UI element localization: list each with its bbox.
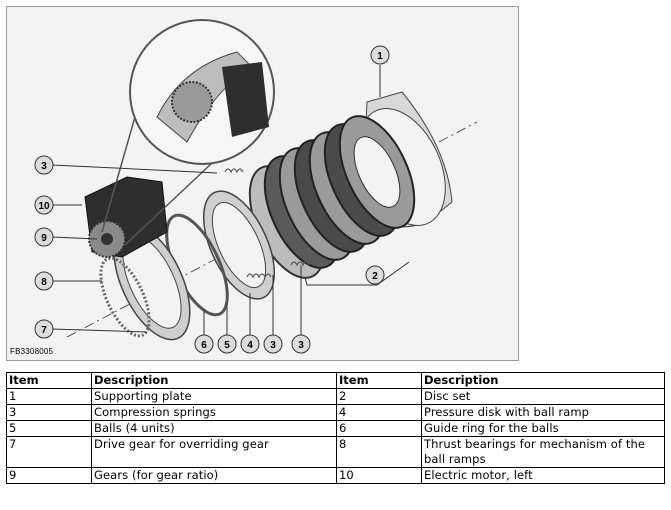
callout-3-upper: 3 [34,155,54,175]
svg-text:4: 4 [247,340,253,351]
svg-text:5: 5 [224,340,230,351]
item-description: Electric motor, left [421,467,665,484]
callout-4: 4 [240,334,260,354]
table-header-row: Item Description Item Description [6,372,665,389]
compression-springs-drawing [224,168,310,279]
svg-text:7: 7 [41,325,47,336]
callout-markers: 1 2 3 3 3 4 5 [34,45,390,354]
svg-text:10: 10 [38,201,50,212]
item-description: Disc set [421,388,665,405]
item-description: Thrust bearings for mechanism of the bal… [421,436,665,468]
header-description: Description [421,372,665,389]
callout-3-lower-right: 3 [291,334,311,354]
parts-legend-table: Item Description Item Description 1 Supp… [6,372,665,484]
item-description: Guide ring for the balls [421,420,665,437]
item-description: Drive gear for overriding gear [91,436,337,468]
callout-6: 6 [194,334,214,354]
table-row: 3 Compression springs 4 Pressure disk wi… [6,404,665,421]
item-description: Balls (4 units) [91,420,337,437]
figure-code: FB3308005 [10,347,54,356]
svg-text:2: 2 [372,271,378,282]
item-number: 6 [336,420,422,437]
disc-set-drawing [248,115,416,279]
svg-text:1: 1 [377,51,383,62]
header-item: Item [336,372,422,389]
callout-2: 2 [365,265,385,285]
callout-8: 8 [34,271,54,291]
table-row: 7 Drive gear for overriding gear 8 Thrus… [6,436,665,468]
callout-5: 5 [217,334,237,354]
exploded-view-figure: 1 2 3 3 3 4 5 [6,6,519,361]
thrust-bearing-drawing [99,256,151,338]
item-number: 9 [6,467,92,484]
item-number: 7 [6,436,92,468]
svg-text:3: 3 [298,340,304,351]
table-row: 9 Gears (for gear ratio) 10 Electric mot… [6,467,665,484]
svg-text:8: 8 [41,277,47,288]
item-number: 10 [336,467,422,484]
item-number: 2 [336,388,422,405]
svg-text:9: 9 [41,233,47,244]
header-description: Description [91,372,337,389]
item-number: 8 [336,436,422,468]
svg-text:3: 3 [270,340,276,351]
magnified-detail-drawing [101,19,275,246]
table-row: 5 Balls (4 units) 6 Guide ring for the b… [6,420,665,437]
svg-text:6: 6 [201,340,207,351]
callout-9: 9 [34,227,54,247]
item-description: Gears (for gear ratio) [91,467,337,484]
item-number: 1 [6,388,92,405]
item-description: Compression springs [91,404,337,421]
item-number: 4 [336,404,422,421]
leader-lines [51,65,381,335]
svg-text:3: 3 [41,161,47,172]
item-number: 3 [6,404,92,421]
item-number: 5 [6,420,92,437]
callout-1: 1 [370,45,390,65]
item-description: Pressure disk with ball ramp [421,404,665,421]
callout-10: 10 [34,195,54,215]
callout-7: 7 [34,319,54,339]
exploded-view-drawing: 1 2 3 3 3 4 5 [34,19,478,354]
item-description: Supporting plate [91,388,337,405]
header-item: Item [6,372,92,389]
table-row: 1 Supporting plate 2 Disc set [6,388,665,405]
callout-3-lower-left: 3 [263,334,283,354]
disc-set-bracket [304,261,410,286]
